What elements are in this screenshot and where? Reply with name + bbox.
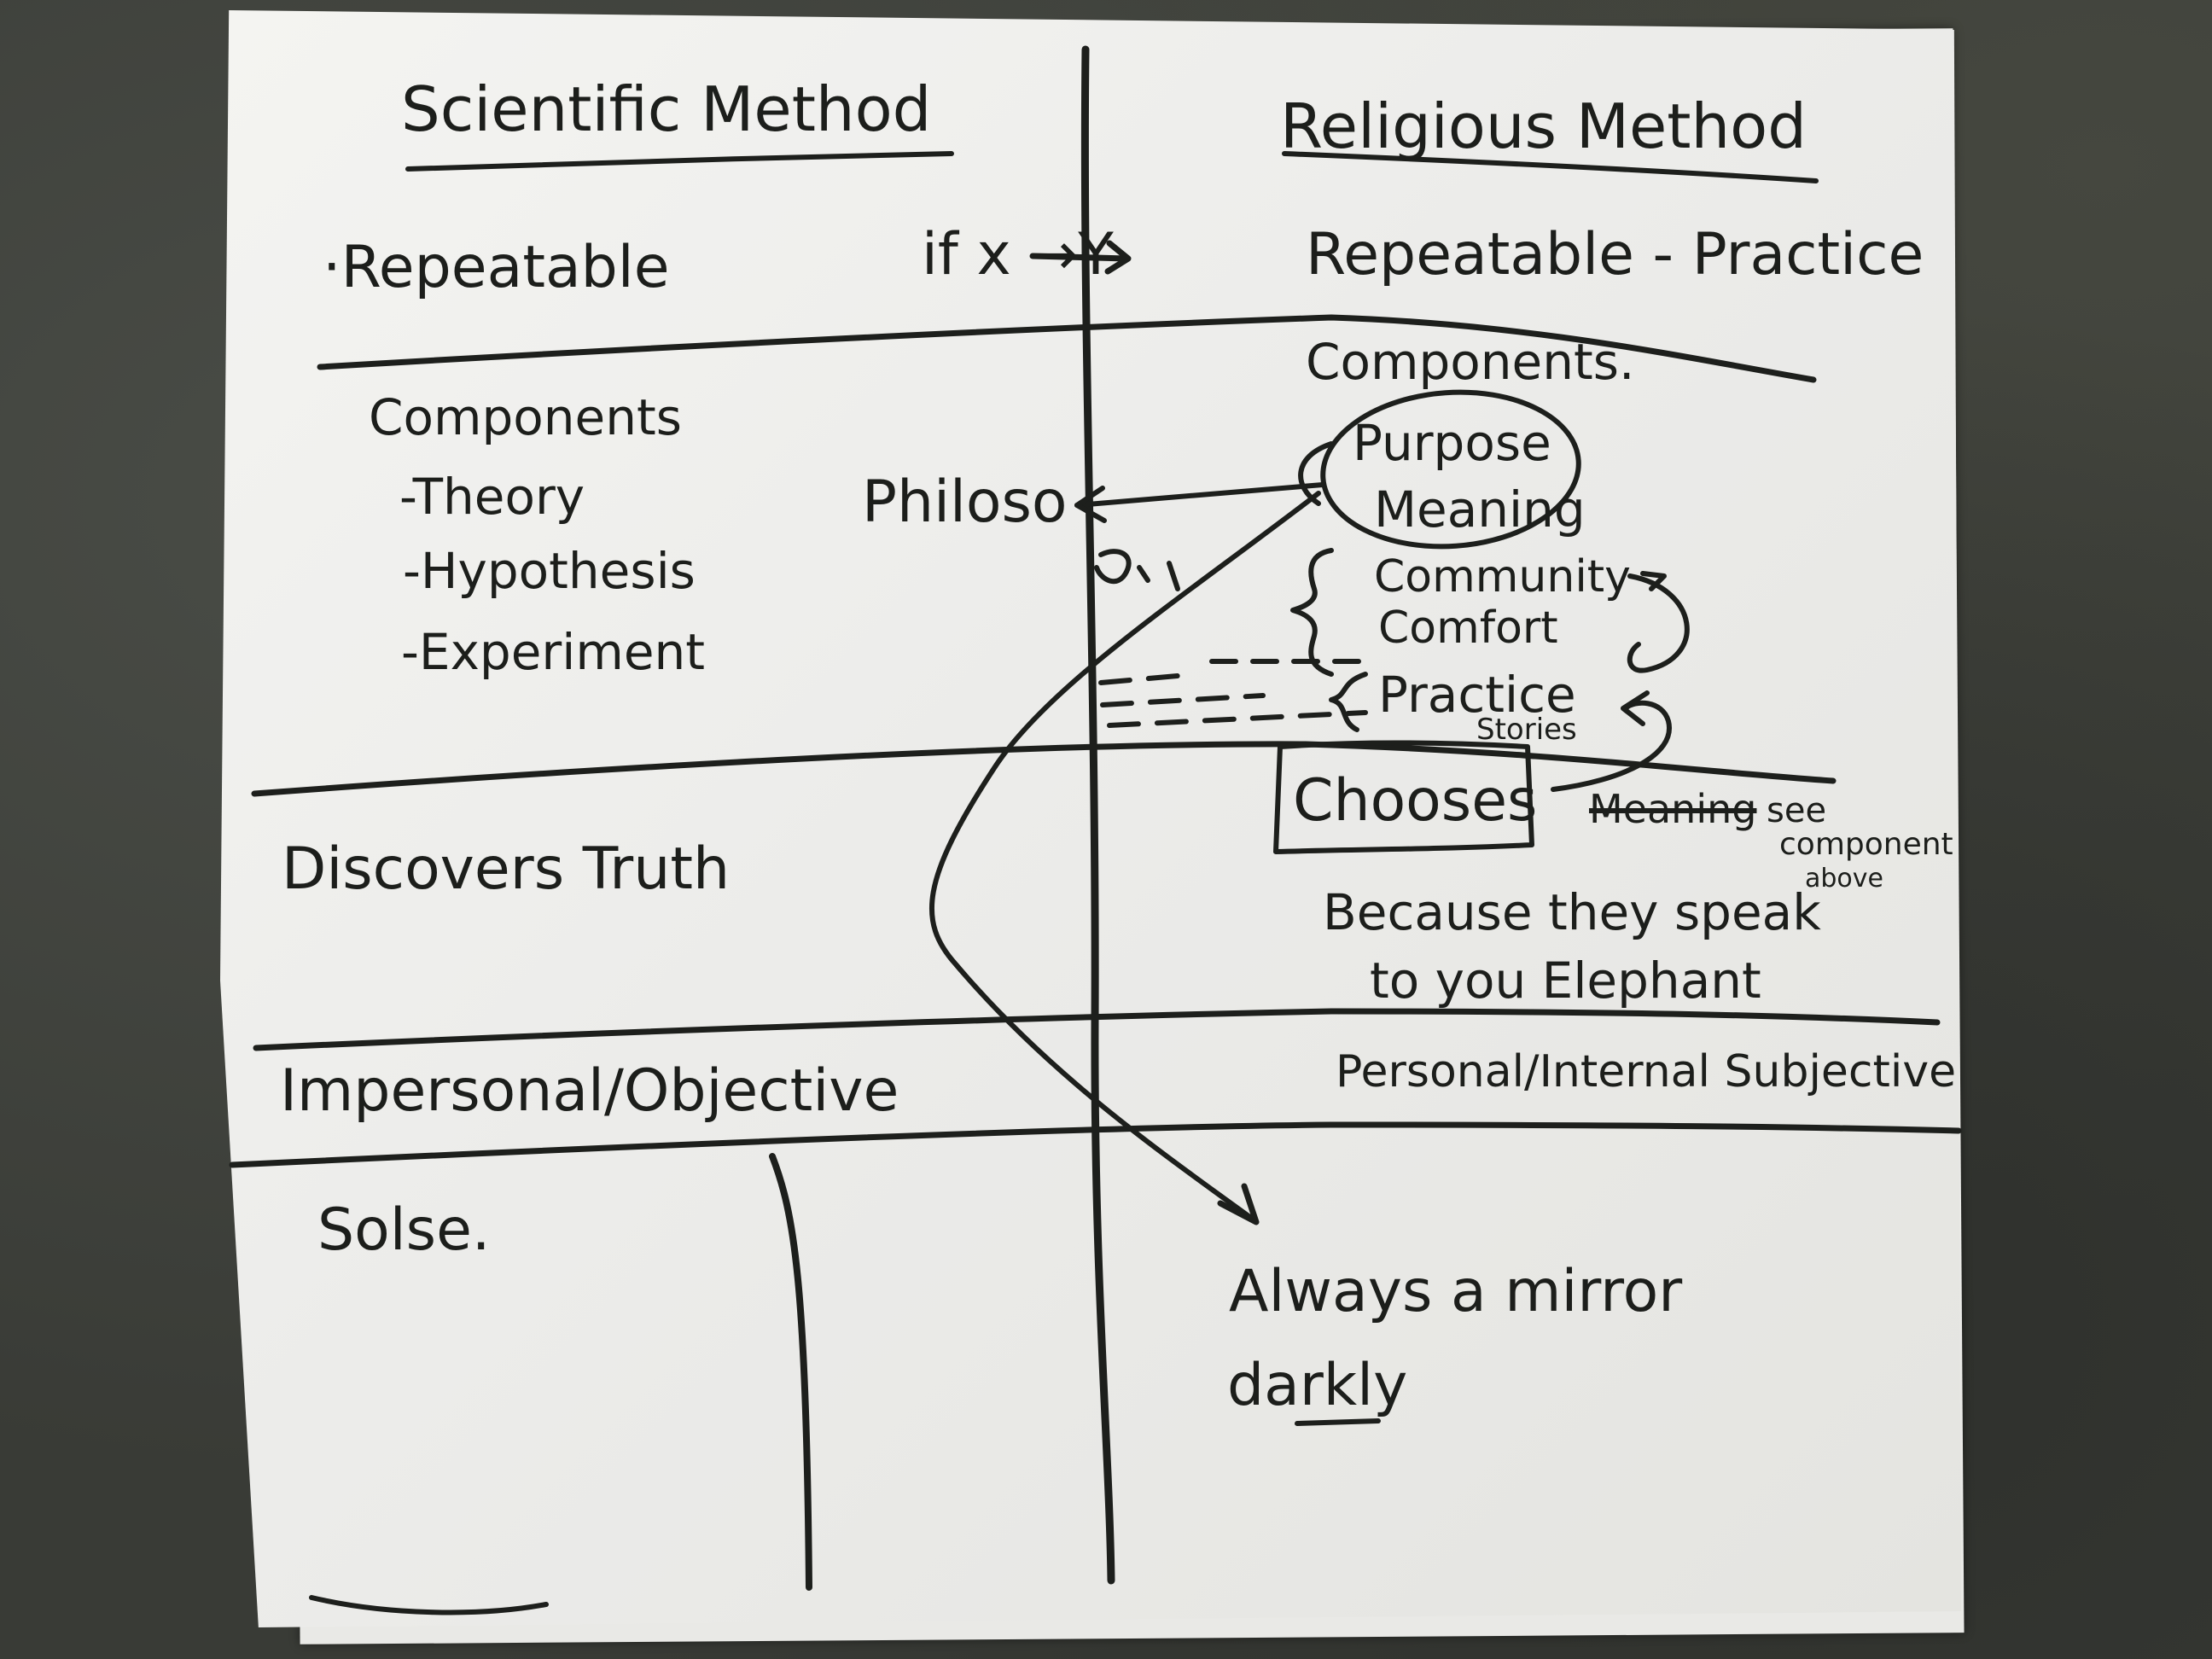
if-x-arrowhead [1104, 240, 1132, 275]
right-title: Religious Method [1280, 90, 1807, 162]
bottom-arc-mark [309, 1595, 549, 1615]
practice-dash-2 [1100, 693, 1266, 707]
left-solse: Solse. [317, 1196, 491, 1264]
philosophy-label: Philoso [862, 469, 1068, 536]
because-line1: Because they speak [1323, 883, 1821, 941]
purpose-label: Purpose [1353, 414, 1551, 472]
right-personal-subjective: Personal/Internal Subjective [1336, 1046, 1957, 1097]
left-component-hypothesis: -Hypothesis [403, 542, 696, 600]
left-title: Scientific Method [401, 73, 932, 145]
separator-row-4 [229, 1121, 1962, 1168]
mirror-line1: Always a mirror [1229, 1258, 1683, 1325]
left-component-experiment: -Experiment [401, 623, 706, 681]
see-note-line1: see [1767, 791, 1827, 830]
community-label: Community [1374, 551, 1631, 602]
darkly-underline [1295, 1418, 1381, 1426]
separator-row-2 [251, 741, 1837, 797]
purpose-meaning-ellipse [1320, 389, 1581, 550]
left-repeatable: ·Repeatable [323, 234, 670, 301]
see-note-line3: above [1805, 864, 1883, 894]
left-title-underline [405, 151, 954, 172]
left-component-theory: -Theory [399, 468, 585, 526]
long-swoop-arrow [928, 491, 1321, 1223]
separator-row-1 [317, 314, 1817, 383]
left-components-heading: Components [369, 388, 682, 446]
if-x-then-y: if x →Y [922, 221, 1114, 288]
chooses-return-arrowhead [1621, 690, 1650, 726]
practice-dash-1 [1098, 673, 1180, 685]
center-divider-line [1080, 45, 1115, 1585]
chooses-box [1273, 740, 1534, 854]
practice-brace [1329, 672, 1368, 732]
long-swoop-arrowhead [1217, 1183, 1260, 1225]
philosophy-arrow [1074, 482, 1325, 508]
if-x-arrow [1029, 253, 1130, 262]
left-impersonal-objective: Impersonal/Objective [280, 1057, 899, 1125]
practice-dash-3 [1107, 710, 1368, 728]
crossed-meaning-label: Meaning [1589, 786, 1757, 832]
meaning-label: Meaning [1374, 480, 1586, 538]
community-brace [1290, 548, 1334, 677]
chooses-return-arrow [1551, 700, 1672, 792]
stories-label: Stories [1476, 713, 1577, 747]
because-line2: to you Elephant [1370, 952, 1761, 1010]
right-components-heading: Components. [1306, 333, 1635, 391]
mirror-line2: darkly [1227, 1352, 1408, 1419]
comfort-label: Comfort [1378, 602, 1558, 654]
left-discovers-truth: Discovers Truth [282, 835, 731, 903]
practice-label: Practice [1378, 666, 1576, 724]
philosophy-mark-2 [1137, 561, 1180, 591]
right-repeatable-practice: Repeatable - Practice [1306, 221, 1924, 288]
philosophy-mark [1094, 549, 1132, 585]
chooses-label: Chooses [1293, 767, 1538, 835]
see-note-line2: component [1779, 827, 1953, 862]
separator-row-3 [253, 1008, 1941, 1051]
philosophy-arrowhead [1074, 486, 1107, 523]
right-title-underline [1282, 151, 1819, 183]
community-loop-arrow [1627, 573, 1690, 673]
community-loop-arrowhead [1640, 571, 1667, 591]
bottom-left-vertical-line [769, 1153, 812, 1591]
